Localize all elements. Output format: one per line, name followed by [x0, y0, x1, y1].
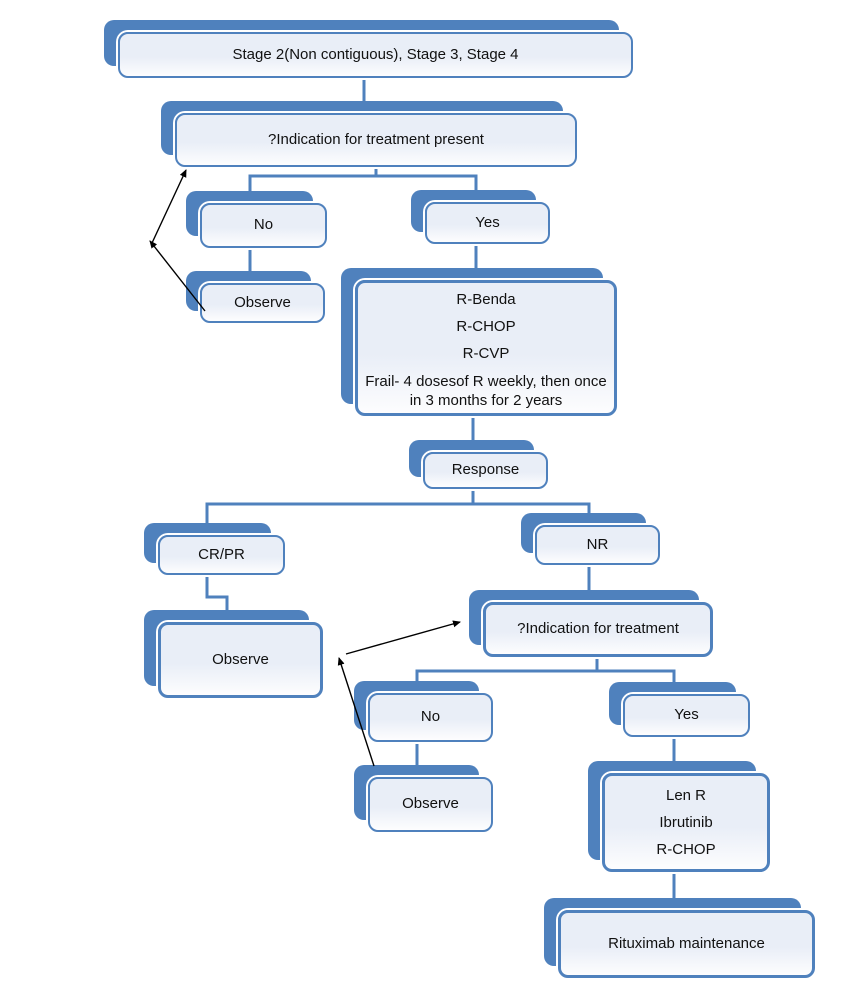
treatment1-line: Frail- 4 dosesof R weekly, then once in …: [365, 373, 607, 409]
response-label: Response: [451, 461, 520, 479]
node-face: R-Benda R-CHOP R-CVP Frail- 4 dosesof R …: [355, 280, 617, 416]
node-face: No: [200, 203, 327, 248]
node-treatment1: R-Benda R-CHOP R-CVP Frail- 4 dosesof R …: [341, 268, 617, 416]
node-response: Response: [409, 440, 548, 489]
yes2-label: Yes: [674, 706, 699, 724]
node-face: CR/PR: [158, 535, 285, 575]
observe1-label: Observe: [234, 293, 291, 311]
arrow-vertex-to-indication1: [151, 169, 187, 244]
indication1-label: ?Indication for treatment present: [268, 130, 484, 148]
node-nr: NR: [521, 513, 660, 565]
treatment2-line: Ibrutinib: [659, 814, 713, 831]
node-face: Observe: [368, 777, 493, 832]
rituximab-label: Rituximab maintenance: [608, 934, 765, 952]
node-face: Yes: [623, 694, 750, 737]
node-observe1: Observe: [186, 271, 325, 323]
observe3-label: Observe: [402, 795, 459, 813]
node-indication1: ?Indication for treatment present: [161, 101, 577, 167]
node-treatment2: Len R Ibrutinib R-CHOP: [588, 761, 770, 872]
yes1-label: Yes: [475, 213, 500, 231]
node-no2: No: [354, 681, 493, 742]
node-face: ?Indication for treatment: [483, 602, 713, 657]
arrow-observe2-to-indication2: [345, 620, 461, 655]
node-face: Response: [423, 452, 548, 489]
node-face: Stage 2(Non contiguous), Stage 3, Stage …: [118, 32, 633, 78]
node-yes2: Yes: [609, 682, 750, 737]
stage-label: Stage 2(Non contiguous), Stage 3, Stage …: [232, 45, 519, 63]
node-face: No: [368, 693, 493, 742]
node-indication2: ?Indication for treatment: [469, 590, 713, 657]
indication2-label: ?Indication for treatment: [517, 620, 679, 638]
node-face: Observe: [200, 283, 325, 323]
node-face: NR: [535, 525, 660, 565]
treatment1-line: R-CHOP: [456, 318, 516, 335]
node-no1: No: [186, 191, 327, 248]
node-stage: Stage 2(Non contiguous), Stage 3, Stage …: [104, 20, 633, 78]
node-observe3: Observe: [354, 765, 493, 832]
node-yes1: Yes: [411, 190, 550, 244]
node-crpr: CR/PR: [144, 523, 285, 575]
node-face: Len R Ibrutinib R-CHOP: [602, 773, 770, 872]
node-face: Rituximab maintenance: [558, 910, 815, 978]
no2-label: No: [420, 708, 441, 726]
node-observe2: Observe: [144, 610, 323, 698]
node-face: Observe: [158, 622, 323, 698]
crpr-label: CR/PR: [198, 545, 245, 563]
no1-label: No: [253, 216, 274, 234]
treatment2-line: Len R: [665, 787, 707, 804]
treatment1-line: R-CVP: [462, 345, 510, 362]
nr-label: NR: [586, 535, 609, 553]
node-rituximab: Rituximab maintenance: [544, 898, 815, 978]
node-face: ?Indication for treatment present: [175, 113, 577, 167]
node-face: Yes: [425, 202, 550, 244]
treatment2-line: R-CHOP: [656, 841, 716, 858]
treatment1-line: R-Benda: [456, 291, 516, 308]
observe2-label: Observe: [212, 650, 269, 668]
